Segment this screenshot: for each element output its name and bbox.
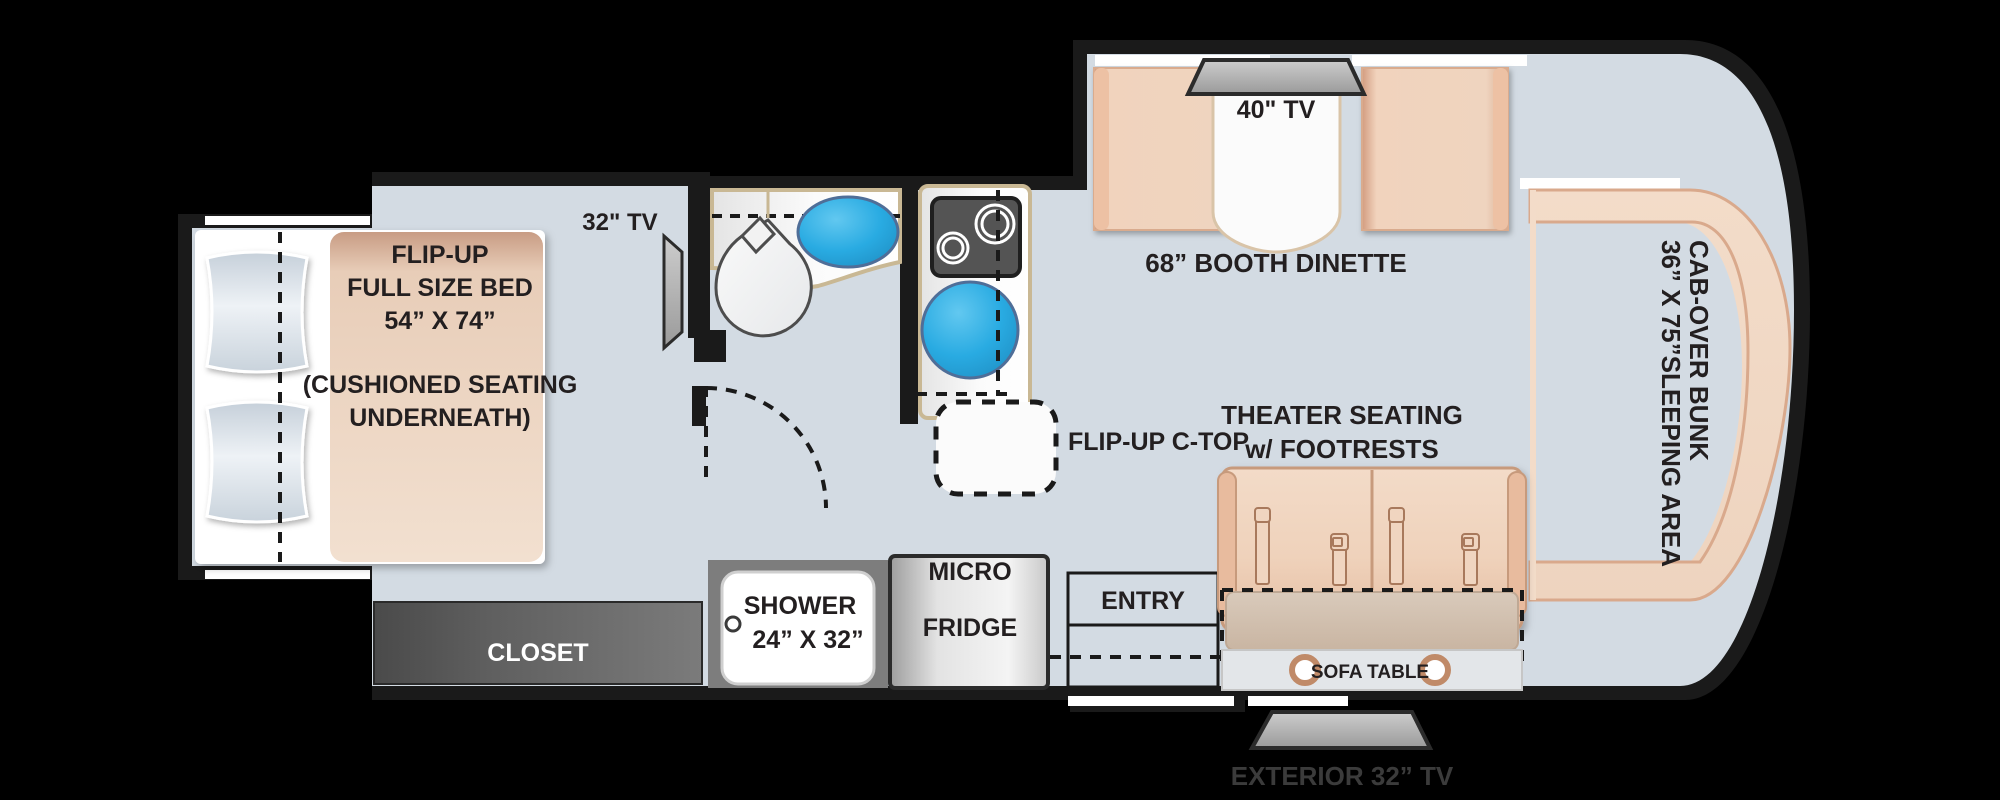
shower-label-line2: 24” X 32” (752, 626, 863, 654)
kitchen-group (916, 184, 1032, 420)
bath-door-swing (705, 386, 828, 509)
bathroom-group (688, 172, 918, 509)
bedroom-group: FLIP-UP FULL SIZE BED 54” X 74” (CUSHION… (195, 230, 577, 564)
rail-dinette-left (1095, 55, 1270, 66)
rail-cabover (1520, 178, 1680, 189)
tv-32-label: 32" TV (582, 209, 657, 236)
sofa-table-label: SOFA TABLE (1311, 662, 1429, 683)
bath-wall-left-foot (694, 330, 726, 362)
cabover-left-seam (1530, 190, 1536, 600)
exterior-tv-group: EXTERIOR 32” TV (1231, 710, 1454, 791)
rail-dinette-right (1352, 55, 1527, 66)
micro-fridge-group: MICRO FRIDGE (888, 554, 1050, 690)
rail-exterior-left (1068, 696, 1234, 706)
rail-exterior-right (1248, 696, 1348, 706)
dinette-bench-right (1361, 67, 1509, 231)
bath-wall-right (900, 176, 918, 424)
kitchen-sink-icon (920, 280, 1020, 380)
theater-label-line1: THEATER SEATING (1221, 400, 1463, 430)
entry-group: ENTRY (1050, 571, 1228, 689)
bed-label-line4: (CUSHIONED SEATING (303, 371, 578, 399)
bed-label-line2: FULL SIZE BED (347, 274, 533, 302)
theater-armrests (1254, 507, 1480, 586)
sofa-table-leg-right-icon (1419, 654, 1451, 686)
cabover-shape (1528, 188, 1792, 602)
shower-drain-icon (724, 615, 742, 633)
bed-mattress (330, 232, 543, 562)
entry-step-upper (1066, 571, 1220, 627)
closet-body (373, 601, 703, 685)
rail-bottom-left (205, 570, 370, 579)
shower-pan (720, 570, 876, 686)
tv-40-label: 40" TV (1237, 96, 1316, 124)
dinette-group: 40" TV 68” BOOTH DINETTE (1093, 58, 1509, 278)
shower-label-line1: SHOWER (744, 592, 857, 620)
micro-fridge-body (888, 554, 1050, 690)
exterior-tv-icon (1248, 710, 1434, 750)
dinette-bench-right-edge (1493, 68, 1508, 230)
shower-group: SHOWER 24” X 32” (708, 560, 888, 688)
pillow-bottom (205, 400, 309, 524)
entry-label: ENTRY (1101, 587, 1185, 615)
closet-label: CLOSET (487, 639, 588, 667)
exterior-tv-label: EXTERIOR 32” TV (1231, 761, 1454, 791)
theater-label-line2: w/ FOOTRESTS (1244, 434, 1439, 464)
theater-footrest (1225, 591, 1519, 651)
cabover-label-line2: 36” X 75”SLEEPING AREA (1656, 240, 1686, 567)
tv-32-group: 32" TV (582, 209, 684, 352)
sofa-table-body (1221, 649, 1523, 691)
fridge-label: FRIDGE (923, 614, 1017, 642)
dinette-table (1211, 66, 1342, 254)
bed-label-line5: UNDERNEATH) (349, 404, 530, 432)
pillow-top (205, 250, 309, 374)
flip-up-ctop-shape (933, 399, 1059, 497)
booth-dinette-label: 68” BOOTH DINETTE (1145, 248, 1406, 278)
cabover-label-group: CAB-OVER BUNK 36” X 75”SLEEPING AREA (1656, 240, 1714, 567)
toilet-icon (714, 215, 813, 338)
theater-seating-group: THEATER SEATING w/ FOOTRESTS (1217, 400, 1527, 668)
tv-40-icon (1184, 58, 1368, 96)
tv-32-icon (662, 232, 684, 352)
flip-up-ctop-group: FLIP-UP C-TOP (933, 399, 1249, 497)
rail-top-left (205, 216, 370, 225)
window-rails (205, 55, 1680, 706)
bath-wall-left-lower (692, 386, 706, 426)
bed-label-line3: 54” X 74” (384, 307, 495, 335)
bath-wall-left (688, 172, 710, 338)
flip-up-ctop-label: FLIP-UP C-TOP (1068, 428, 1249, 456)
bath-sink-icon (796, 195, 900, 269)
sofa-table-leg-left-icon (1289, 654, 1321, 686)
micro-label: MICRO (928, 558, 1011, 586)
cabover-bunk-group: CAB-OVER BUNK 36” X 75”SLEEPING AREA (1528, 188, 1792, 602)
sofa-table-group: SOFA TABLE (1221, 649, 1523, 691)
dinette-bench-left-edge (1094, 68, 1109, 230)
cabover-label-line1: CAB-OVER BUNK (1684, 240, 1714, 461)
closet-group: CLOSET (373, 601, 703, 685)
bed-label-line1: FLIP-UP (391, 241, 488, 269)
